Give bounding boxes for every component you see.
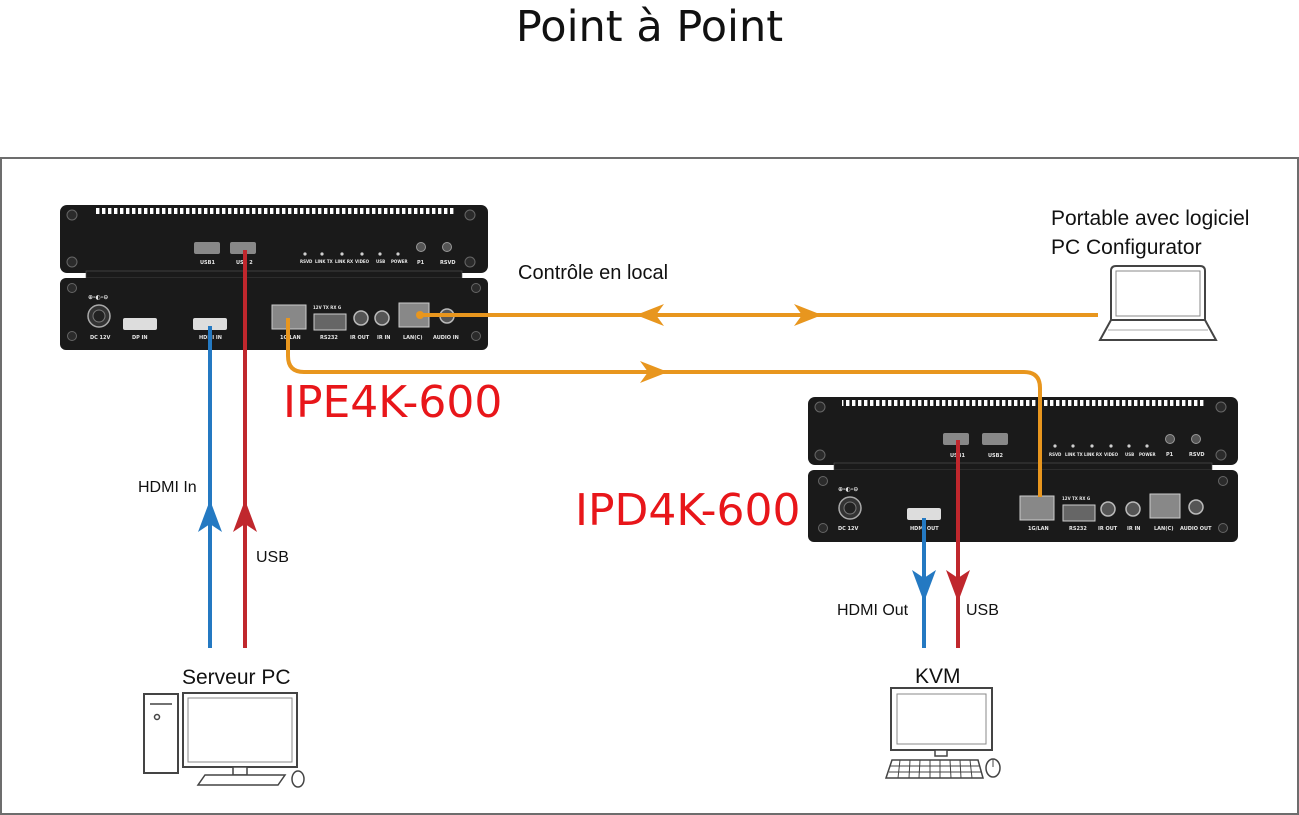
encoder-lanc-label: LAN(C) — [403, 335, 422, 341]
decoder-lan-label: 1G/LAN — [1028, 526, 1049, 532]
decoder-rs232-label: RS232 — [1069, 526, 1087, 532]
usb-cables — [233, 250, 970, 648]
encoder-rear-panel: ⊕-◐-⊖ DC 12V DP IN HDMI IN 1G/LAN 12V TX… — [60, 278, 488, 350]
svg-text:⊕-◐-⊖: ⊕-◐-⊖ — [88, 294, 108, 301]
decoder-dc-label: DC 12V — [838, 526, 859, 532]
diagram-title: Point à Point — [515, 2, 784, 52]
control-label: Contrôle en local — [518, 262, 668, 284]
encoder-led-video: VIDEO — [355, 259, 370, 264]
encoder-device: USB1 USB 2 RSVD LINK TX LINK RX VIDEO US… — [60, 205, 488, 350]
server-label: Serveur PC — [182, 666, 291, 689]
decoder-lanc-label: LAN(C) — [1154, 526, 1173, 532]
encoder-led-rsvd: RSVD — [300, 259, 313, 264]
usb-left-label: USB — [256, 549, 289, 566]
server-pc-icon — [143, 692, 305, 788]
hdmi-out-label: HDMI Out — [837, 602, 909, 619]
encoder-lan-label: 1G/LAN — [280, 335, 301, 341]
svg-text:⊕-◐-⊖: ⊕-◐-⊖ — [838, 486, 858, 493]
encoder-led-linkrx: LINK RX — [335, 259, 353, 264]
encoder-p1-label: P1 — [417, 260, 425, 266]
decoder-led-linkrx: LINK RX — [1084, 452, 1102, 457]
decoder-rear-panel: ⊕-◐-⊖ DC 12V HDMI OUT 1G/LAN 12V TX RX G… — [808, 470, 1238, 542]
encoder-top-panel: USB1 USB 2 RSVD LINK TX LINK RX VIDEO US… — [60, 205, 488, 279]
encoder-dc-label: DC 12V — [90, 335, 111, 341]
encoder-rsvd-label: RSVD — [440, 260, 455, 266]
encoder-usb1-label: USB1 — [200, 260, 215, 266]
encoder-rs232-label: RS232 — [320, 335, 338, 341]
encoder-txrx-label: 12V TX RX G — [313, 305, 341, 310]
laptop-icon — [1098, 265, 1218, 341]
decoder-led-rsvd: RSVD — [1049, 452, 1062, 457]
network-arrowheads — [636, 304, 822, 383]
decoder-name: IPD4K-600 — [575, 485, 800, 536]
decoder-audioout-label: AUDIO OUT — [1180, 526, 1212, 532]
decoder-irin-label: IR IN — [1127, 526, 1141, 532]
kvm-label: KVM — [915, 665, 961, 688]
encoder-led-usb: USB — [376, 259, 385, 264]
decoder-txrx-label: 12V TX RX G — [1062, 496, 1090, 501]
decoder-led-linktx: LINK TX — [1065, 452, 1083, 457]
laptop-label-line2: PC Configurator — [1051, 236, 1202, 259]
decoder-device: USB1 USB2 RSVD LINK TX LINK RX VIDEO USB… — [808, 397, 1238, 542]
hdmi-cables — [198, 326, 936, 648]
hdmi-in-label: HDMI In — [138, 479, 197, 496]
decoder-top-panel: USB1 USB2 RSVD LINK TX LINK RX VIDEO USB… — [808, 397, 1238, 471]
kvm-icon — [884, 687, 1001, 779]
encoder-led-linktx: LINK TX — [315, 259, 333, 264]
diagram-frame — [0, 157, 1299, 815]
decoder-irout-label: IR OUT — [1098, 526, 1118, 532]
usb-right-label: USB — [966, 602, 999, 619]
laptop-label-line1: Portable avec logiciel — [1051, 207, 1249, 230]
decoder-led-video: VIDEO — [1104, 452, 1119, 457]
encoder-name: IPE4K-600 — [283, 377, 502, 428]
encoder-dpin-label: DP IN — [132, 335, 148, 341]
encoder-irin-label: IR IN — [377, 335, 391, 341]
decoder-rsvd-label: RSVD — [1189, 452, 1204, 458]
encoder-led-power: POWER — [391, 259, 408, 264]
decoder-led-power: POWER — [1139, 452, 1156, 457]
decoder-p1-label: P1 — [1166, 452, 1174, 458]
encoder-irout-label: IR OUT — [350, 335, 370, 341]
decoder-usb2-label: USB2 — [988, 453, 1003, 459]
decoder-led-usb: USB — [1125, 452, 1134, 457]
encoder-audioin-label: AUDIO IN — [433, 335, 459, 341]
